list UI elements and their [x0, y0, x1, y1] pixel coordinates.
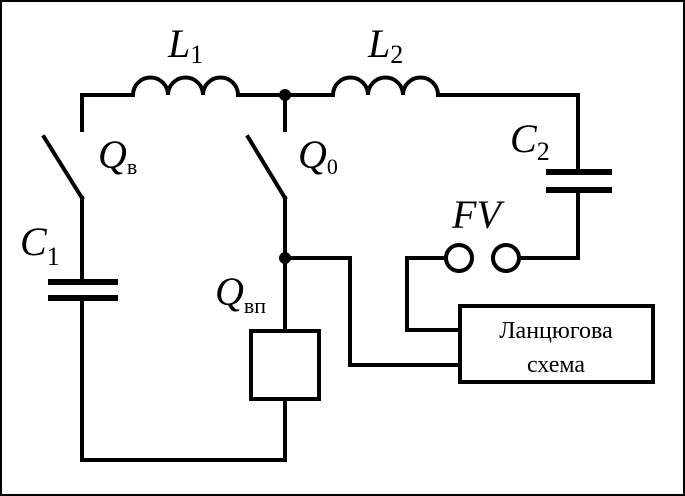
block-text-line2: схема [527, 352, 585, 378]
wire-bottom [80, 298, 287, 462]
label-q0: Q0 [298, 132, 338, 179]
wire-c2-to-fv [518, 190, 580, 260]
switch-q0 [245, 134, 288, 201]
wire-fv-to-block [405, 256, 462, 332]
label-fv: FV [451, 192, 505, 237]
label-l1: L1 [167, 21, 203, 69]
wire-junction-to-block [283, 256, 462, 367]
block-chain-circuit [458, 304, 655, 384]
spark-gap-fv-left [444, 243, 474, 273]
box-qvp [249, 329, 321, 401]
label-qvp: Qвп [215, 269, 266, 318]
label-c1: C1 [20, 219, 60, 271]
inductor-l2 [331, 75, 440, 96]
switch-qv [41, 134, 85, 201]
inductor-l1 [131, 75, 240, 96]
spark-gap-fv-right [491, 243, 521, 273]
wire-top-left [80, 93, 135, 132]
wire-top-right [436, 93, 580, 172]
label-c2: C2 [510, 116, 550, 166]
block-text-line1: Ланцюгова [499, 318, 613, 344]
label-qv: Qв [98, 132, 137, 179]
label-l2: L2 [367, 21, 403, 69]
